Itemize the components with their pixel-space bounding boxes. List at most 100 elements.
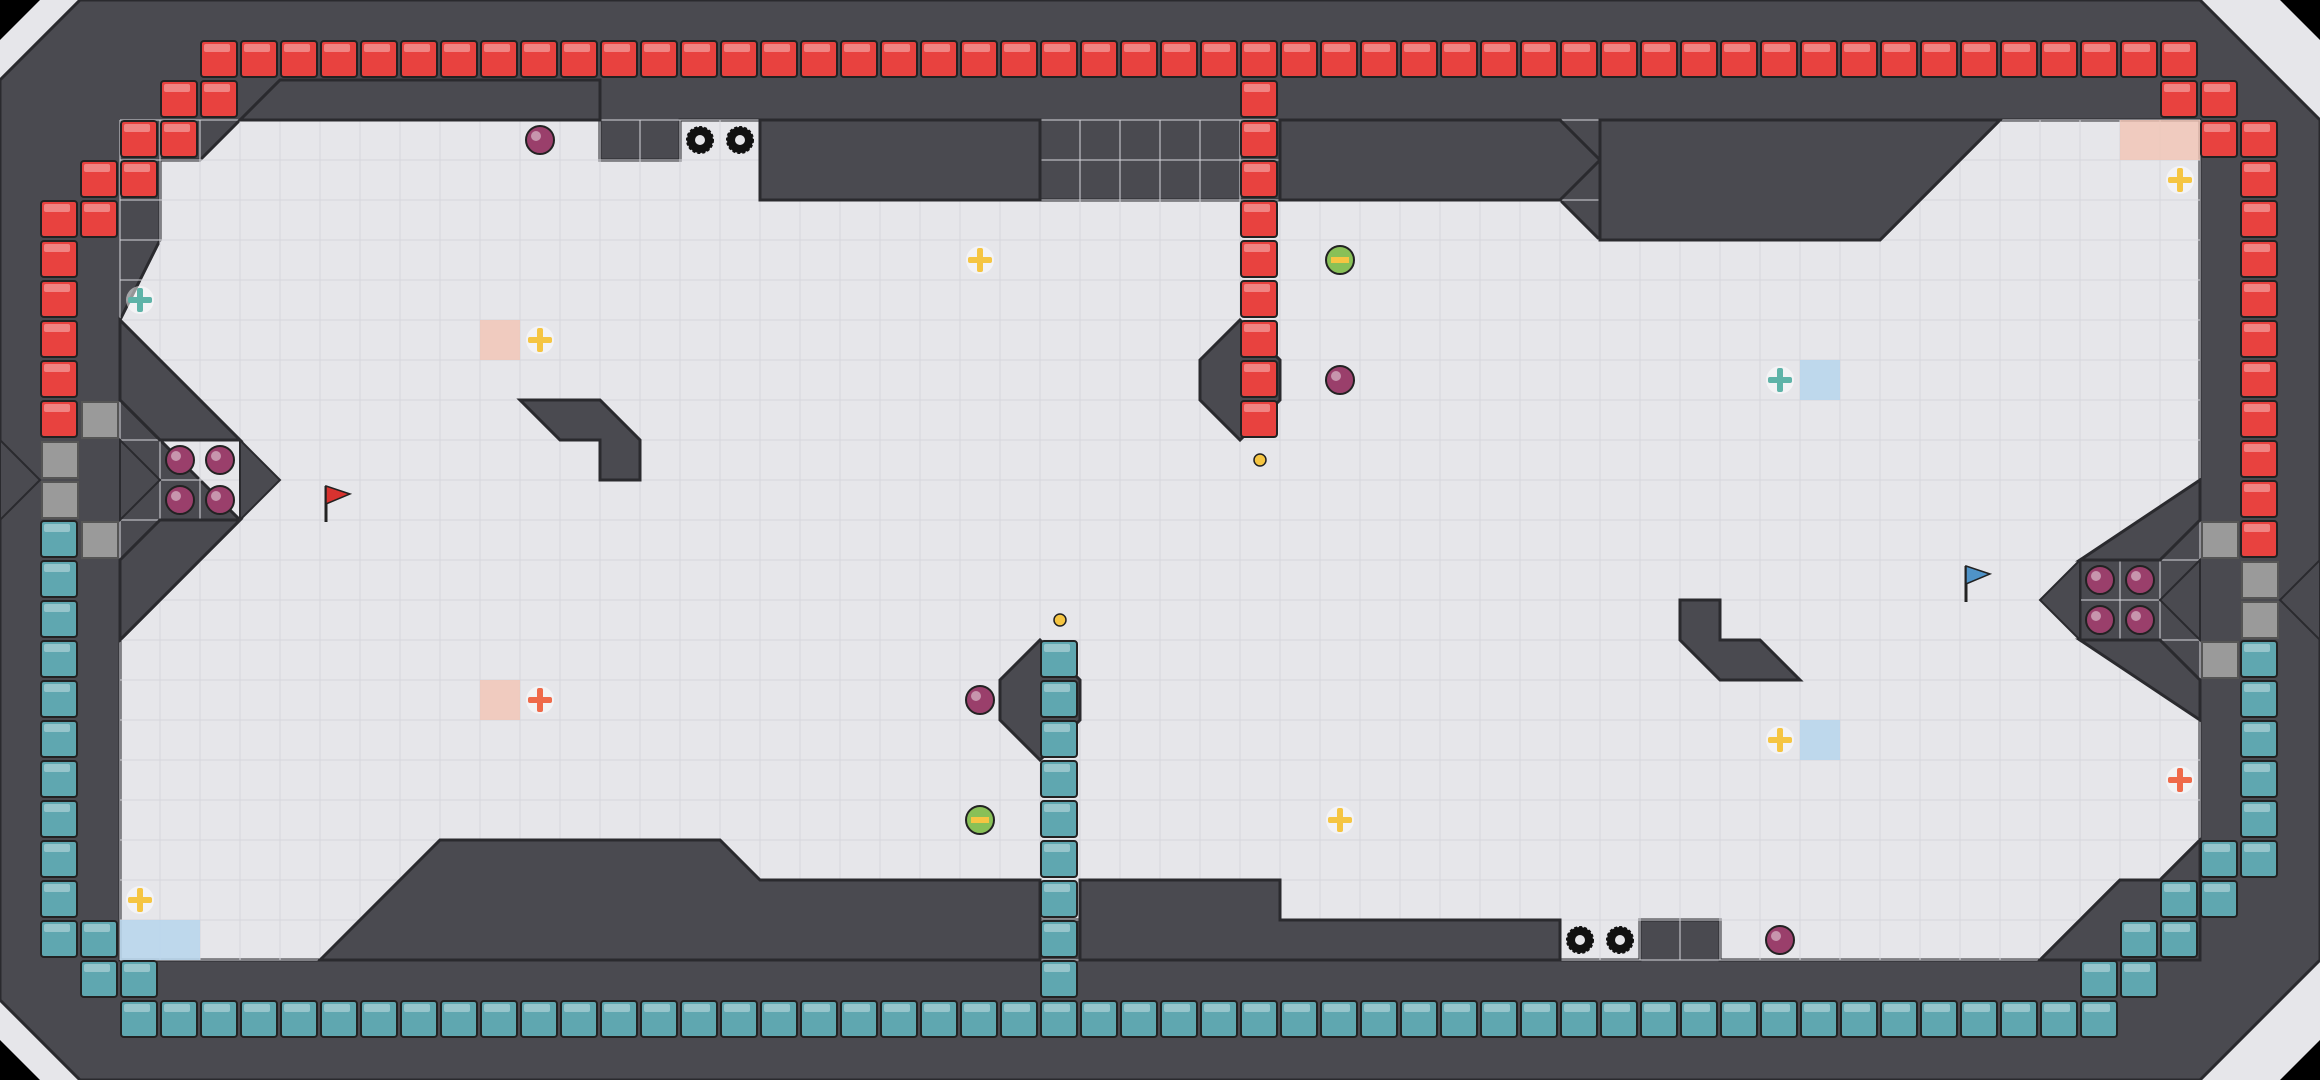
red-tile — [40, 360, 78, 398]
red-tile — [600, 40, 638, 78]
blue-tile — [240, 1000, 278, 1038]
blue-tile — [560, 1000, 598, 1038]
red-tile-shine — [1724, 44, 1750, 52]
red-tile — [2120, 40, 2158, 78]
blue-tile — [1200, 1000, 1238, 1038]
bomb-shine — [2131, 611, 2141, 621]
blue-tile — [480, 1000, 518, 1038]
blue-tile-shine — [204, 1004, 230, 1012]
blue-tile — [1040, 880, 1078, 918]
red-tile-shine — [1324, 44, 1350, 52]
red-tile — [480, 40, 518, 78]
red-tile-shine — [44, 404, 70, 412]
blue-tile — [80, 920, 118, 958]
blue-tile-shine — [1044, 724, 1070, 732]
blue-tile-shine — [44, 644, 70, 652]
red-tile — [1200, 40, 1238, 78]
red-tile — [2240, 240, 2278, 278]
blue-tile-shine — [1444, 1004, 1470, 1012]
blue-tile — [40, 920, 78, 958]
blue-tile — [1880, 1000, 1918, 1038]
red-zone-tile — [2120, 120, 2160, 160]
blue-tile-shine — [1604, 1004, 1630, 1012]
spike-core — [735, 135, 745, 145]
blue-tile-shine — [1084, 1004, 1110, 1012]
blue-tile-shine — [124, 964, 150, 972]
blue-tile-shine — [2244, 684, 2270, 692]
blue-tile-shine — [1044, 684, 1070, 692]
red-tile — [1720, 40, 1758, 78]
blue-tile-shine — [2084, 964, 2110, 972]
red-tile — [2240, 320, 2278, 358]
spike-core — [1615, 935, 1625, 945]
bomb-icon — [2125, 565, 2155, 595]
blue-tile — [1040, 640, 1078, 678]
red-tile — [2160, 80, 2198, 118]
blue-tile — [1040, 680, 1078, 718]
red-tile-shine — [44, 364, 70, 372]
red-tile-shine — [1484, 44, 1510, 52]
red-tile-shine — [1404, 44, 1430, 52]
blue-tile — [1040, 760, 1078, 798]
red-tile — [960, 40, 998, 78]
blue-tile — [1240, 1000, 1278, 1038]
red-tile — [2080, 40, 2118, 78]
blue-tile — [2120, 960, 2158, 998]
red-tile — [2240, 400, 2278, 438]
blue-tile-shine — [1924, 1004, 1950, 1012]
blue-tile — [120, 1000, 158, 1038]
red-tile — [1880, 40, 1918, 78]
blue-tile — [1160, 1000, 1198, 1038]
blue-tile-shine — [164, 1004, 190, 1012]
wall-top-right-block — [1278, 118, 1603, 202]
red-tile — [1240, 280, 1278, 318]
red-tile-shine — [2124, 44, 2150, 52]
left-gate-arrow — [0, 438, 42, 522]
blue-tile — [1960, 1000, 1998, 1038]
red-tile-shine — [2164, 44, 2190, 52]
blue-tile-shine — [804, 1004, 830, 1012]
boost-yellow-icon-v — [1337, 808, 1343, 832]
red-tile — [200, 40, 238, 78]
blue-tile-shine — [684, 1004, 710, 1012]
red-tile — [120, 120, 158, 158]
blue-tile-shine — [2084, 1004, 2110, 1012]
red-tile-shine — [924, 44, 950, 52]
red-tile — [160, 120, 198, 158]
red-tile — [1240, 240, 1278, 278]
red-tile-shine — [2244, 404, 2270, 412]
red-tile — [2240, 120, 2278, 158]
blue-tile — [1040, 840, 1078, 878]
red-tile-shine — [2244, 444, 2270, 452]
blue-tile-shine — [364, 1004, 390, 1012]
red-tile-shine — [44, 284, 70, 292]
left-inner-arrow — [119, 437, 162, 523]
blue-tile — [160, 1000, 198, 1038]
blue-tile-shine — [2244, 724, 2270, 732]
blue-tile-shine — [1044, 964, 1070, 972]
blue-tile-shine — [484, 1004, 510, 1012]
blue-tile — [40, 600, 78, 638]
bomb-icon — [1765, 925, 1795, 955]
blue-tile — [40, 680, 78, 718]
blue-tile-shine — [884, 1004, 910, 1012]
blue-tile-shine — [1644, 1004, 1670, 1012]
red-tile-shine — [844, 44, 870, 52]
blue-tile-shine — [644, 1004, 670, 1012]
red-tile-shine — [84, 164, 110, 172]
blue-tile-shine — [1044, 884, 1070, 892]
red-tile — [1280, 40, 1318, 78]
red-tile — [680, 40, 718, 78]
red-tile — [2240, 440, 2278, 478]
red-tile-shine — [1684, 44, 1710, 52]
wall-top-mid-block — [758, 118, 1042, 202]
blue-tile-shine — [1004, 1004, 1030, 1012]
blue-tile-shine — [284, 1004, 310, 1012]
blue-tile-shine — [2124, 924, 2150, 932]
red-tile-shine — [1604, 44, 1630, 52]
red-tile-shine — [284, 44, 310, 52]
red-tile — [2000, 40, 2038, 78]
red-tile — [1240, 160, 1278, 198]
